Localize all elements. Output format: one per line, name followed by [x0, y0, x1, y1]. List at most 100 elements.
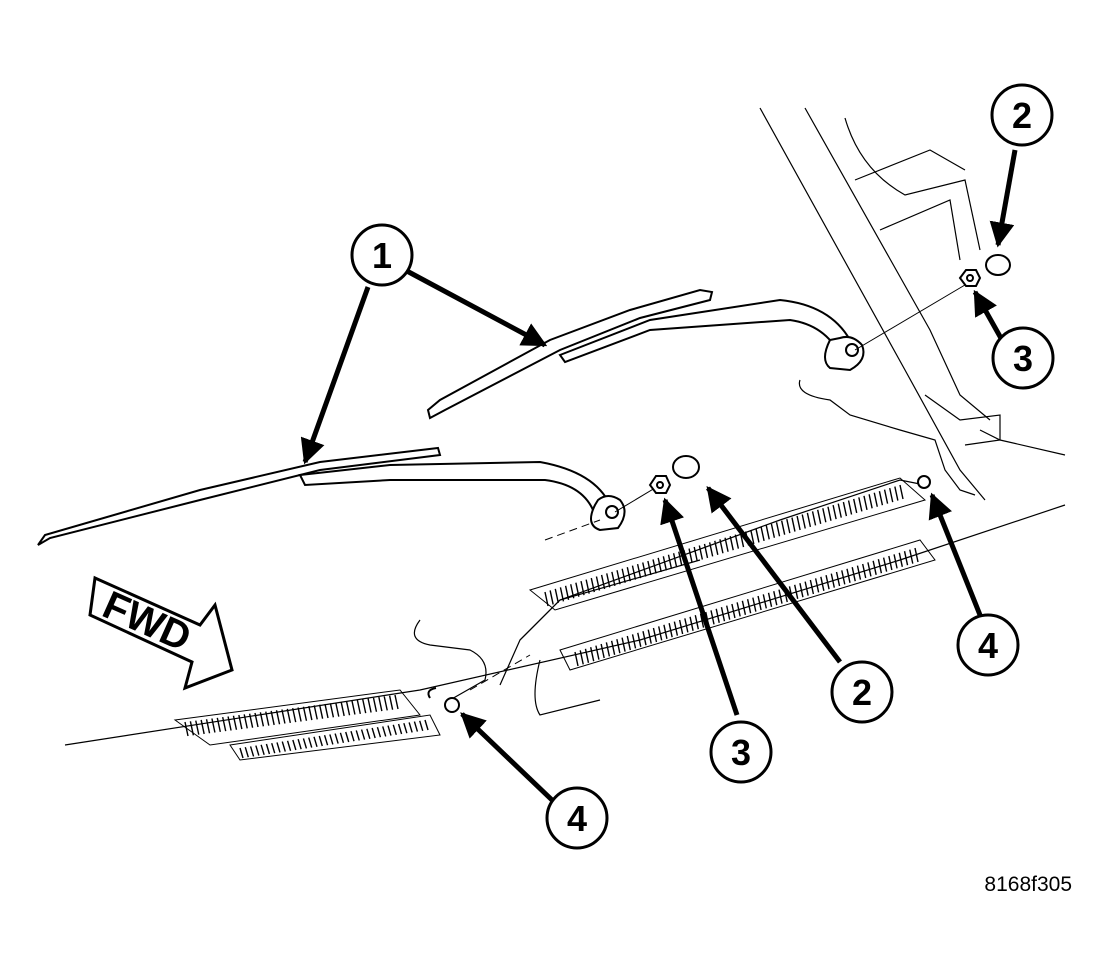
- grille-slat: [631, 565, 637, 580]
- grille-slat: [248, 713, 254, 728]
- grille-slat: [877, 559, 883, 574]
- grille-slat: [383, 696, 388, 711]
- grille-slat: [699, 613, 705, 628]
- grille-slat: [778, 589, 783, 604]
- grille-slat: [302, 738, 308, 749]
- grille-slat: [672, 553, 678, 568]
- grille-slat: [286, 708, 291, 723]
- grille-slat: [232, 715, 238, 730]
- grille-slat: [408, 722, 413, 733]
- svg-text:3: 3: [731, 732, 751, 773]
- callout-2-lower: 2: [830, 660, 894, 724]
- grille-slat: [350, 730, 355, 742]
- grille-slat: [662, 556, 668, 571]
- grille-slat: [621, 568, 626, 583]
- grille-slat: [611, 571, 616, 586]
- grille-slat: [297, 738, 302, 750]
- grille-slat: [909, 549, 914, 564]
- grille-slat: [222, 717, 227, 732]
- grille-slat: [275, 710, 281, 725]
- grille-slat: [413, 721, 419, 732]
- grille-slat: [329, 703, 335, 718]
- grille-slat: [366, 728, 371, 740]
- grille-slat: [814, 578, 820, 593]
- grille-slat: [714, 540, 719, 555]
- svg-text:2: 2: [852, 672, 872, 713]
- grille-slat: [616, 570, 621, 585]
- grille-slat: [356, 699, 361, 714]
- grille-slat: [698, 545, 704, 560]
- grille-slat: [345, 701, 351, 716]
- grille-slat: [762, 594, 767, 609]
- grille-slat: [313, 705, 318, 720]
- grille-slat: [286, 740, 292, 752]
- grille-slat: [189, 721, 195, 736]
- grille-slat: [205, 719, 211, 734]
- mount-stud-left: [427, 687, 460, 713]
- grille-slat: [544, 591, 549, 607]
- callout-2-upper: 2: [990, 83, 1054, 147]
- grille-slat: [734, 534, 740, 549]
- grille-slat: [780, 520, 786, 535]
- grille-slat: [372, 697, 378, 712]
- grille-slat: [184, 721, 189, 737]
- grille-slat: [340, 701, 345, 717]
- grille-slat: [856, 565, 862, 580]
- grille-slat: [770, 523, 776, 538]
- grille-slat: [200, 719, 205, 735]
- grille-slat: [324, 703, 329, 719]
- grille-slat: [621, 637, 626, 652]
- grille-slat: [334, 733, 339, 744]
- mount-stud-right: [917, 475, 931, 489]
- grille-slat: [894, 486, 899, 501]
- grille-slat: [719, 539, 724, 554]
- grille-slat: [616, 639, 621, 654]
- grille-slat: [600, 574, 606, 590]
- grille-slat: [376, 726, 382, 738]
- grille-slat: [276, 742, 281, 753]
- grille-slat: [791, 517, 796, 532]
- grille-slat: [606, 573, 611, 588]
- grille-slat: [574, 651, 579, 667]
- grille-slat: [559, 587, 565, 602]
- grille-slat: [387, 725, 392, 736]
- grille-slat: [694, 615, 699, 630]
- grille-slat: [863, 495, 868, 511]
- grille-slat: [302, 706, 308, 721]
- grille-slat: [238, 714, 243, 730]
- grille-slat: [631, 634, 637, 649]
- grille-slat: [858, 497, 863, 512]
- grille-slat: [318, 735, 323, 747]
- grille-slat: [757, 595, 762, 611]
- grille-slat: [335, 702, 340, 717]
- grille-slat: [590, 577, 595, 593]
- grille-slat: [668, 623, 673, 638]
- grille-slat: [642, 631, 647, 646]
- grille-slat: [689, 616, 694, 631]
- grille-slat: [626, 567, 632, 582]
- grille-slat: [724, 537, 729, 552]
- grille-slat: [647, 629, 652, 644]
- callout-3-lower: 3: [709, 720, 773, 784]
- grille-slat: [394, 694, 399, 710]
- grille-slat: [367, 698, 372, 713]
- grille-slat: [684, 618, 689, 633]
- grille-slat: [835, 571, 841, 587]
- grille-slat: [889, 487, 894, 503]
- forward-direction-arrow: FWD: [88, 575, 234, 691]
- grille-slat: [362, 699, 367, 714]
- grille-slat: [642, 562, 647, 577]
- grille-slat: [318, 704, 324, 719]
- grille-slat: [259, 712, 265, 727]
- grille-slat: [297, 707, 302, 722]
- grille-slat: [265, 743, 271, 755]
- grille-slat: [862, 563, 867, 579]
- grille-slat: [806, 512, 812, 528]
- grille-slat: [388, 695, 394, 710]
- pivot-nut-lower: [648, 475, 672, 494]
- grille-slat: [820, 576, 825, 591]
- grille-slat: [271, 742, 276, 754]
- grille-slat: [729, 536, 734, 551]
- grille-slat: [254, 712, 259, 728]
